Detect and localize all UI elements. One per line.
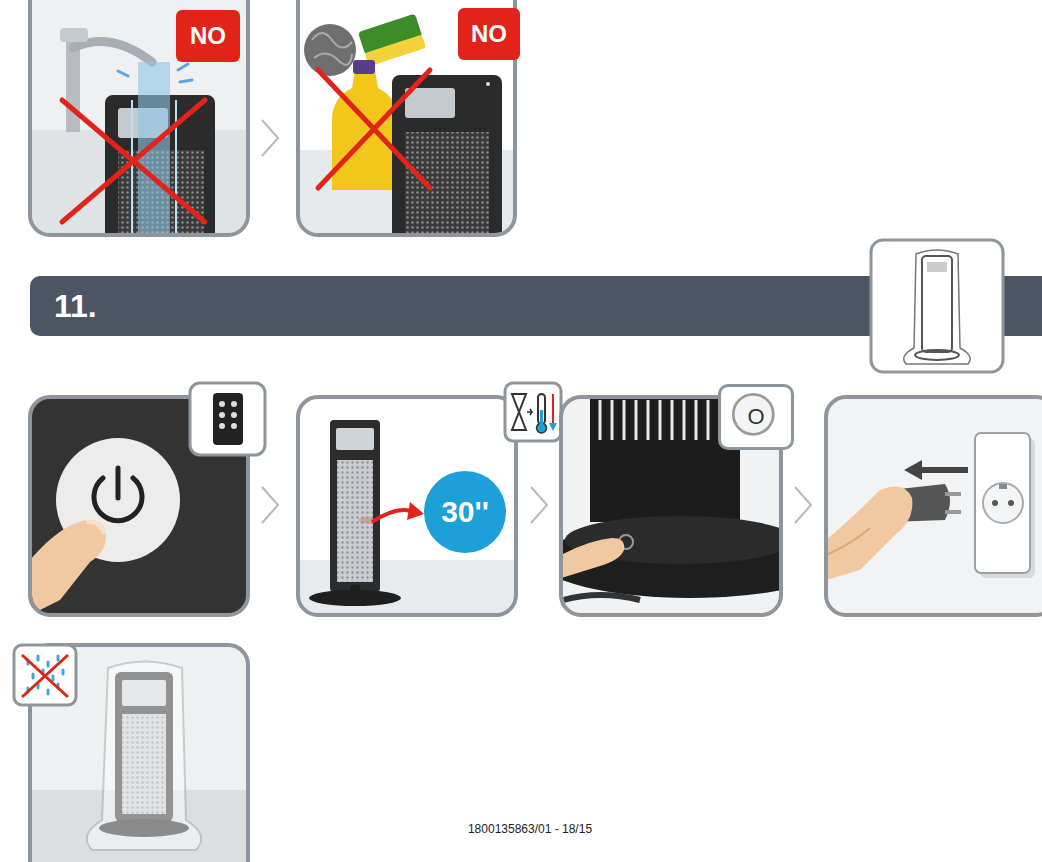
cool-down-panel-part: [298, 397, 516, 615]
unplug-panel-part: [904, 460, 922, 480]
no-water-panel-part: [62, 100, 205, 222]
covered-heater-icon-part: [915, 350, 959, 360]
unplug-panel-part: [828, 399, 1042, 613]
switch-off-panel-part: [563, 595, 640, 600]
unplug-panel-part: [1008, 500, 1014, 506]
unplug-panel-part: [920, 467, 968, 473]
timer-circle-text: 30'': [441, 495, 489, 529]
no-water-panel: [30, 0, 248, 245]
storage-panel: [14, 645, 248, 862]
unplug-panel-part: [828, 528, 870, 555]
power-button-panel-part: [213, 393, 243, 445]
warning-badge-text: NO: [190, 22, 226, 50]
no-abrasive-panel: [298, 0, 515, 240]
no-abrasive-panel-part: [392, 75, 502, 233]
unplug-panel: [826, 397, 1042, 615]
no-abrasive-panel-part: [300, 14, 513, 233]
switch-off-panel-part: [600, 400, 720, 440]
chevron-part: [262, 487, 278, 523]
no-abrasive-panel-part: [405, 132, 489, 233]
storage-panel-part: [87, 662, 201, 851]
warning-badge: NO: [176, 10, 240, 62]
document-code: 1800135863/01 - 18/15: [380, 822, 680, 836]
power-button-panel-part: [116, 468, 121, 498]
chevron-part: [262, 120, 278, 156]
unplug-panel-part: [975, 433, 1030, 573]
cool-down-panel-part: [552, 394, 554, 428]
no-abrasive-panel-part: [318, 70, 430, 188]
no-abrasive-panel-part: [353, 60, 375, 74]
covered-heater-icon-part: [927, 262, 947, 272]
unplug-panel-part: [828, 486, 912, 580]
step-band-text: 11.: [54, 288, 97, 325]
power-button-panel-part: [231, 401, 237, 407]
power-button-panel-part: [219, 412, 225, 418]
no-water-panel-part: [66, 40, 80, 132]
power-button-panel-part: [219, 401, 225, 407]
unplug-panel-part: [983, 483, 1023, 523]
power-button-panel-part: [86, 522, 104, 534]
cool-down-panel-part: [330, 420, 380, 592]
circle-fill: [424, 471, 506, 553]
cool-down-panel: [298, 383, 561, 620]
no-abrasive-panel-part: [358, 14, 426, 67]
unplug-panel-part: [945, 494, 961, 512]
warning-badge: NO: [458, 8, 520, 60]
power-button-panel: [30, 383, 265, 615]
storage-panel-part: [22, 655, 68, 697]
off-switch-icon: O: [718, 384, 794, 450]
power-button-panel-part: [219, 423, 225, 429]
cool-down-panel-part: [336, 428, 374, 450]
step-band: 11.: [30, 276, 1042, 336]
cool-down-panel-part: [540, 410, 543, 426]
chevron-part: [531, 487, 547, 523]
cool-down-panel-part: [512, 394, 526, 430]
chevron: [262, 120, 278, 156]
unplug-panel-part: [826, 397, 1042, 615]
cool-down-panel-part: [549, 423, 557, 431]
no-abrasive-panel-part: [405, 88, 455, 118]
unplug-panel-part: [992, 500, 998, 506]
cool-down-panel-part: [350, 585, 360, 597]
power-button-panel-part: [32, 520, 106, 613]
switch-off-panel: [540, 397, 840, 615]
off-switch-icon-text: O: [747, 404, 764, 430]
no-water-panel-part: [118, 64, 192, 82]
no-water-panel-part: [138, 62, 170, 233]
power-button-panel-part: [231, 412, 237, 418]
timer-circle: 30'': [423, 470, 507, 554]
no-water-panel-part: [73, 42, 152, 62]
no-water-panel-part: [32, 0, 246, 233]
cool-down-panel-part: [337, 460, 373, 582]
no-abrasive-panel-part: [312, 33, 352, 65]
storage-panel-part: [14, 645, 76, 705]
no-abrasive-panel-part: [332, 70, 398, 190]
no-water-panel-part: [30, 0, 248, 235]
unplug-panel-part: [826, 397, 1042, 615]
unplug-panel-part: [828, 399, 1042, 613]
unplug-panel-part: [999, 484, 1007, 489]
power-button-panel-part: [190, 383, 265, 455]
cool-down-panel-part: [505, 383, 561, 441]
no-abrasive-panel-part: [486, 82, 490, 86]
warning-badge-text: NO: [471, 20, 507, 48]
no-abrasive-panel-part: [298, 0, 515, 235]
switch-off-panel-part: [563, 538, 624, 578]
switch-ring: [733, 394, 773, 434]
no-water-panel-part: [60, 28, 88, 42]
chevron-part: [795, 487, 811, 523]
cool-down-panel-part: [527, 409, 532, 415]
power-button-panel-part: [231, 423, 237, 429]
cool-down-panel-part: [300, 420, 514, 613]
no-abrasive-panel-part: [304, 24, 356, 76]
cool-down-panel-part: [407, 502, 424, 520]
